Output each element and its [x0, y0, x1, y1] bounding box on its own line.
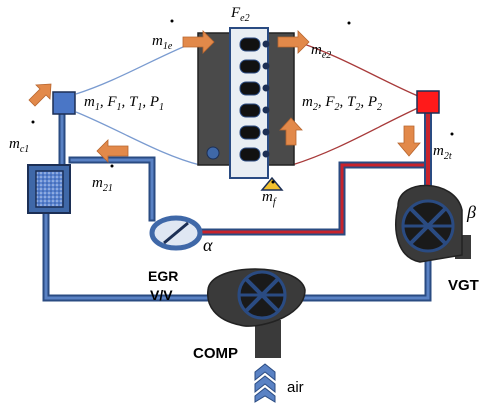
- me2-label: me2: [311, 42, 331, 61]
- fuel-injector-icon: [260, 176, 284, 191]
- intake-state-label: m1, F1, T1, P1: [84, 94, 164, 113]
- cylinder: [239, 103, 261, 118]
- m21-label: m21: [92, 175, 113, 194]
- exhaust-runners: [262, 40, 270, 158]
- intake-manifold-upper: [75, 39, 201, 95]
- fe2-label: Fe2: [230, 5, 250, 24]
- exhaust-manifold-block: [416, 90, 440, 114]
- cylinder: [239, 125, 261, 140]
- cylinder: [239, 37, 261, 52]
- intake-manifold-lower: [75, 111, 201, 166]
- intake-pipes: [42, 111, 432, 302]
- engine-block: [197, 27, 295, 191]
- mc1-label: mc1: [9, 136, 29, 155]
- cylinder: [239, 59, 261, 74]
- arrow-icon: [182, 30, 215, 54]
- vgt-label: VGT: [448, 277, 479, 294]
- comp-label: COMP: [193, 345, 238, 362]
- intercooler: [27, 164, 71, 214]
- arrow-icon: [28, 83, 52, 107]
- engine-port-dot: [206, 146, 220, 160]
- arrow-icon: [279, 117, 303, 146]
- arrow-icon: [397, 125, 421, 157]
- exhaust-state-label: m2, F2, T2, P2: [302, 94, 382, 113]
- m2t-label: m2t: [433, 143, 452, 162]
- vgt-turbine: [395, 184, 471, 263]
- turbine-wheel-icon: [401, 199, 455, 253]
- egr-hot-line: [200, 112, 432, 236]
- arrow-icon: [277, 30, 310, 54]
- intake-manifold-block: [52, 91, 76, 115]
- egr-red-pipe: [200, 163, 428, 234]
- engine-left-bank: [197, 32, 233, 166]
- cylinders: [239, 37, 261, 162]
- beta-label: β: [466, 202, 476, 222]
- compressor-wheel-icon: [237, 270, 287, 320]
- compressor: [207, 268, 306, 358]
- compressor-outlet-stub: [255, 320, 281, 358]
- signal-labels: Fe2 m1e me2 mc1 m1, F1, T1, P1 m2, F2, T…: [9, 5, 476, 255]
- component-labels: EGR V/V VGT COMP air: [148, 268, 479, 396]
- exhaust-manifold-upper: [291, 39, 419, 97]
- m1e-label: m1e: [152, 33, 173, 52]
- exhaust-manifold-lower: [291, 107, 419, 166]
- egr-label-line1: EGR: [148, 268, 178, 284]
- egr-valve-icon: [149, 215, 203, 251]
- air-chevron-icon: [254, 363, 276, 403]
- alpha-label: α: [203, 235, 213, 255]
- cylinder: [239, 81, 261, 96]
- arrow-icon: [96, 139, 129, 163]
- mf-label: mf: [262, 189, 277, 208]
- air-label: air: [287, 379, 304, 396]
- intercooler-core: [35, 170, 64, 208]
- egr-label-line2: V/V: [150, 287, 173, 303]
- cylinder: [239, 147, 261, 162]
- flow-arrows: [28, 30, 421, 163]
